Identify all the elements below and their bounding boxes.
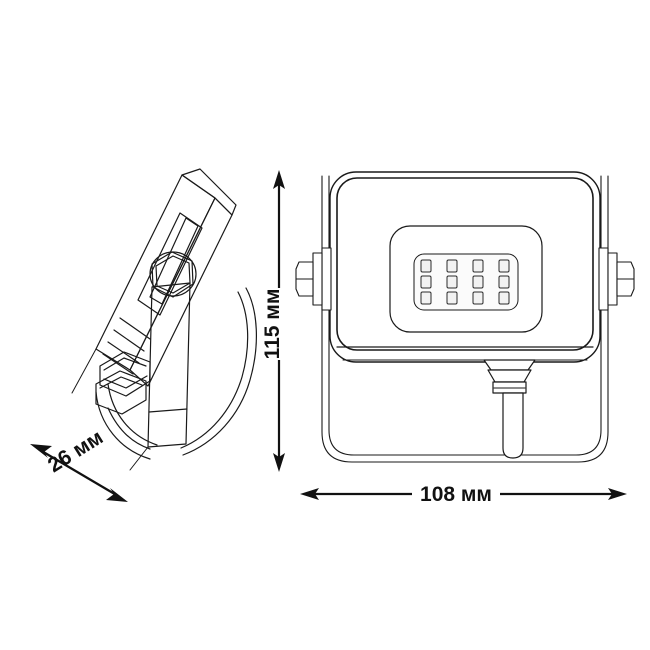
bracket-loop-left-inner [107,383,158,446]
height-arrowhead-bottom [273,453,285,472]
led-chip [420,259,432,273]
front-view [295,171,635,463]
dimension-depth-26 [30,444,128,502]
right-bolt-collar [607,252,618,306]
side-cable-gland-lower [95,370,147,415]
led-chip [472,291,484,305]
dimension-height-115 [273,170,285,472]
side-fin-4 [102,353,134,375]
led-chip [498,275,510,289]
u-bracket-outer [321,175,609,463]
side-bolt-shaft [147,282,191,448]
led-chip [420,291,432,305]
side-gland-facet-1 [103,357,147,371]
gland-top-flange [483,359,536,371]
led-chip [472,275,484,289]
led-chip-grid [420,259,510,305]
dimension-width-108 [300,488,627,500]
depth-arrowhead-end [106,488,128,502]
led-chip [498,259,510,273]
led-chip [498,291,510,305]
width-arrowhead-right [608,488,627,500]
gland-hex-nut [487,369,532,383]
led-chip [472,259,484,273]
led-chip [446,259,458,273]
side-fin-1 [119,317,151,340]
side-bolt-shaft-step [148,408,188,413]
ext-line-depth-b [129,446,149,471]
side-lens-recess-inner [149,217,199,305]
side-bolt-washer-ring [149,251,197,297]
right-bolt-washer [598,247,609,311]
side-perspective-view [71,168,257,471]
dimension-label-height: 115 мм [261,289,284,360]
left-bolt-collar [312,252,323,306]
height-arrowhead-top [273,170,285,189]
depth-line [39,449,119,497]
front-cable-gland [483,359,536,459]
u-bracket-inner [328,175,602,456]
depth-arrowhead-start [30,444,52,458]
left-bolt-washer [321,247,332,311]
side-cable-stub [107,407,151,450]
side-cable-gland-upper [99,351,151,397]
led-chip [420,275,432,289]
side-bracket-wing [181,168,237,216]
cable-stub [502,392,524,459]
led-panel [413,253,519,311]
led-chip [446,275,458,289]
width-arrowhead-left [300,488,319,500]
right-mount-bolt [598,247,635,311]
led-chip [446,291,458,305]
left-mount-bolt [295,247,332,311]
bracket-curve-outer [182,287,257,456]
ext-line-depth-a [71,348,97,394]
side-gland-facet-3 [99,376,143,389]
bracket-curve-inner [180,291,249,449]
side-fin-2 [113,329,145,352]
dimension-label-width: 108 мм [420,483,492,506]
